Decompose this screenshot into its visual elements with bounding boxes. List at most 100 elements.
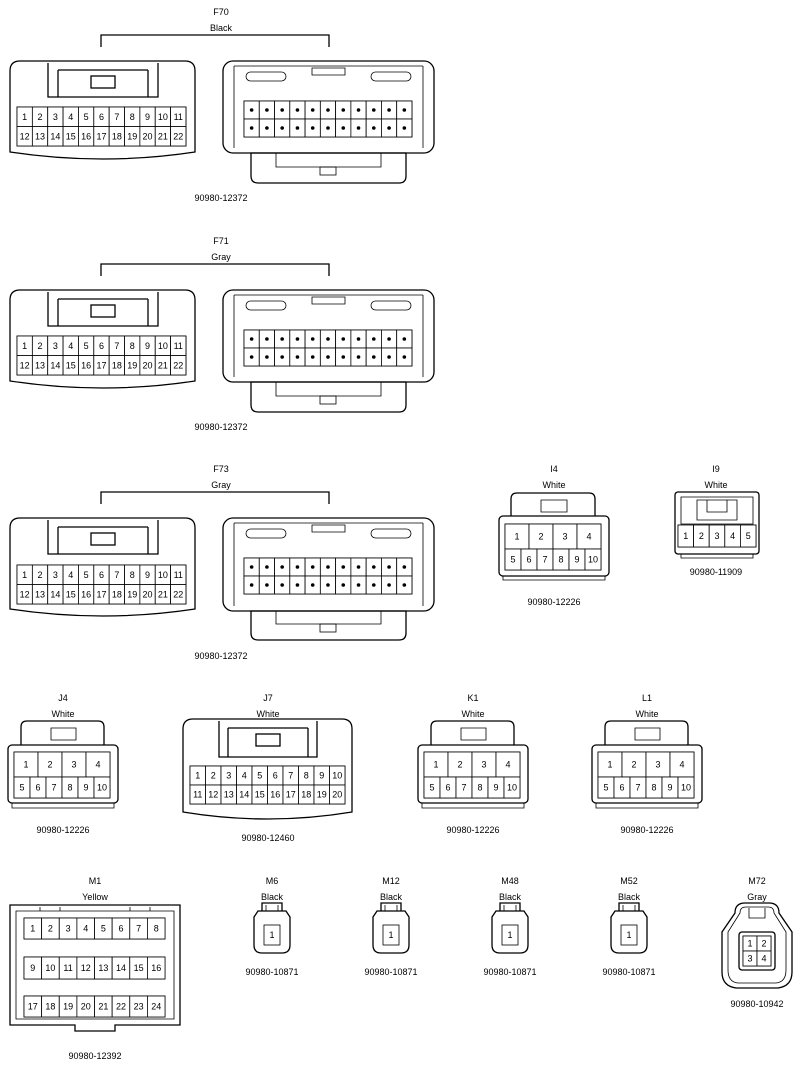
pin-cell — [756, 950, 772, 967]
connector-id: M6 — [266, 876, 279, 886]
pin-number: 10 — [158, 570, 168, 580]
terminal-dot — [402, 337, 407, 341]
connector-id: M48 — [501, 876, 519, 886]
part-number: 90980-10871 — [364, 967, 417, 977]
pin-number: 22 — [173, 360, 183, 370]
pin-number: 21 — [158, 131, 168, 141]
pin-number: 5 — [101, 924, 106, 934]
pin-cell — [495, 751, 521, 778]
connector-M52: M52 Black 1 90980-10871 — [602, 876, 655, 977]
connector-color: White — [461, 709, 484, 719]
pin-number: 6 — [619, 783, 624, 793]
pin-cell — [645, 751, 671, 778]
pin-number: 9 — [145, 341, 150, 351]
pin-number: 1 — [514, 532, 519, 542]
terminal-dot — [265, 583, 269, 587]
pin-number: 1 — [30, 924, 35, 934]
terminal-dot — [387, 565, 391, 569]
pin-number: 1 — [23, 760, 28, 770]
pin-number: 13 — [35, 360, 45, 370]
terminal-dot — [356, 583, 361, 587]
pin-number: 10 — [332, 771, 342, 781]
connector-id: M12 — [382, 876, 400, 886]
pin-number: 21 — [98, 1002, 108, 1012]
pin-number: 7 — [114, 570, 119, 580]
connector-color: Black — [499, 892, 522, 902]
terminal-dot — [387, 583, 391, 587]
pin-number: 13 — [98, 963, 108, 973]
pin-number: 1 — [269, 930, 274, 940]
terminal-dot — [295, 565, 300, 569]
pin-number: 14 — [50, 131, 60, 141]
connector-id: L1 — [642, 693, 652, 703]
pin-cell — [576, 523, 602, 550]
pin-number: 13 — [35, 131, 45, 141]
part-number: 90980-12372 — [194, 651, 247, 661]
terminal-dot — [402, 355, 407, 359]
bracket — [100, 263, 330, 276]
pin-number: 4 — [83, 924, 88, 934]
pin-number: 6 — [99, 341, 104, 351]
pin-number: 16 — [81, 589, 91, 599]
pin-number: 8 — [154, 924, 159, 934]
pin-number: 3 — [562, 532, 567, 542]
pin-number: 16 — [270, 790, 280, 800]
pin-number: 17 — [28, 1002, 38, 1012]
pin-number: 15 — [134, 963, 144, 973]
connector-id: M1 — [89, 876, 102, 886]
terminal-dot — [310, 583, 315, 587]
terminal-dot — [402, 583, 407, 587]
terminal-dot — [341, 355, 346, 359]
pin-number: 2 — [38, 112, 43, 122]
connector-color: White — [704, 480, 727, 490]
pin-number: 8 — [304, 771, 309, 781]
pin-number: 5 — [429, 783, 434, 793]
single-pin-body: 1 — [372, 902, 410, 954]
pin-cell — [552, 523, 578, 550]
pin-number: 9 — [145, 112, 150, 122]
terminal-dot — [310, 337, 315, 341]
part-number: 90980-10871 — [602, 967, 655, 977]
terminal-dot — [356, 355, 361, 359]
connector-id: F70 — [213, 7, 229, 17]
terminal-dot — [387, 108, 391, 112]
terminal-dot — [402, 565, 407, 569]
pin-number: 21 — [158, 360, 168, 370]
connector-color: Gray — [211, 480, 231, 490]
pin-cell — [677, 776, 695, 799]
pin-number: 22 — [173, 131, 183, 141]
pin-number: 10 — [158, 341, 168, 351]
pin-number: 2 — [538, 532, 543, 542]
pin-number: 1 — [388, 930, 393, 940]
terminal-dot — [356, 565, 361, 569]
pin-number: 24 — [151, 1002, 161, 1012]
terminal-dot — [356, 337, 361, 341]
pin-number: 16 — [151, 963, 161, 973]
rear-view — [222, 289, 435, 413]
single-pin-body: 1 — [610, 902, 648, 954]
pin-number: 5 — [84, 570, 89, 580]
connector-color: Yellow — [82, 892, 108, 902]
pin-number: 8 — [130, 570, 135, 580]
pin-number: 8 — [477, 783, 482, 793]
connector-id: F71 — [213, 236, 229, 246]
pin-cell — [170, 355, 187, 376]
pin-number: 9 — [493, 783, 498, 793]
